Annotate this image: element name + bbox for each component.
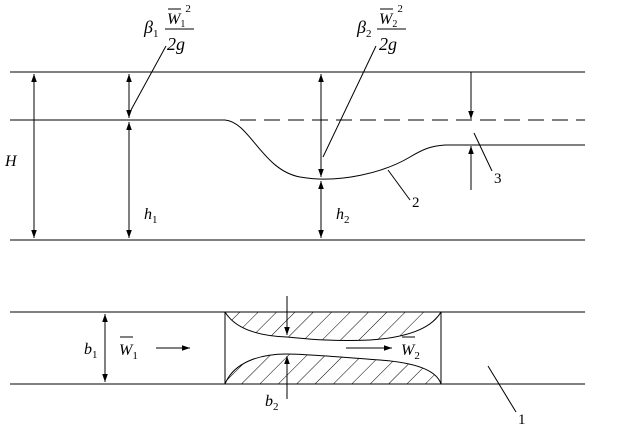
callout-1: 1	[518, 412, 526, 428]
abutment-top-hatched	[224, 311, 442, 342]
leader-1	[487, 365, 517, 413]
callout-3: 3	[494, 171, 502, 187]
plan-view	[10, 296, 585, 413]
denominator-2: 2g	[379, 34, 397, 54]
leader-beta1	[130, 45, 167, 111]
free-surface	[10, 119, 585, 180]
label-flow-W2: W2	[401, 342, 420, 362]
abutment-bottom-hatched	[224, 353, 442, 385]
beta1-symbol: β1	[143, 17, 158, 40]
label-b1: b1	[84, 341, 98, 361]
leader-2	[387, 169, 411, 201]
label-h1: h1	[144, 206, 158, 226]
label-b2: b2	[265, 393, 279, 413]
label-flow-W1: W1	[119, 342, 138, 362]
label-H: H	[4, 153, 18, 170]
beta2-symbol: β2	[356, 17, 371, 40]
leader-beta2	[322, 45, 377, 158]
denominator-1: 2g	[167, 34, 185, 54]
leader-3	[473, 132, 493, 172]
elevation-view	[10, 45, 585, 241]
callout-2: 2	[412, 195, 420, 211]
W2-numerator: W22	[379, 3, 403, 30]
W1-numerator: W12	[167, 3, 191, 30]
velocity-head-2: β2 W22 2g	[356, 3, 406, 54]
label-h2: h2	[336, 206, 350, 226]
velocity-head-1: β1 W12 2g	[143, 3, 194, 54]
